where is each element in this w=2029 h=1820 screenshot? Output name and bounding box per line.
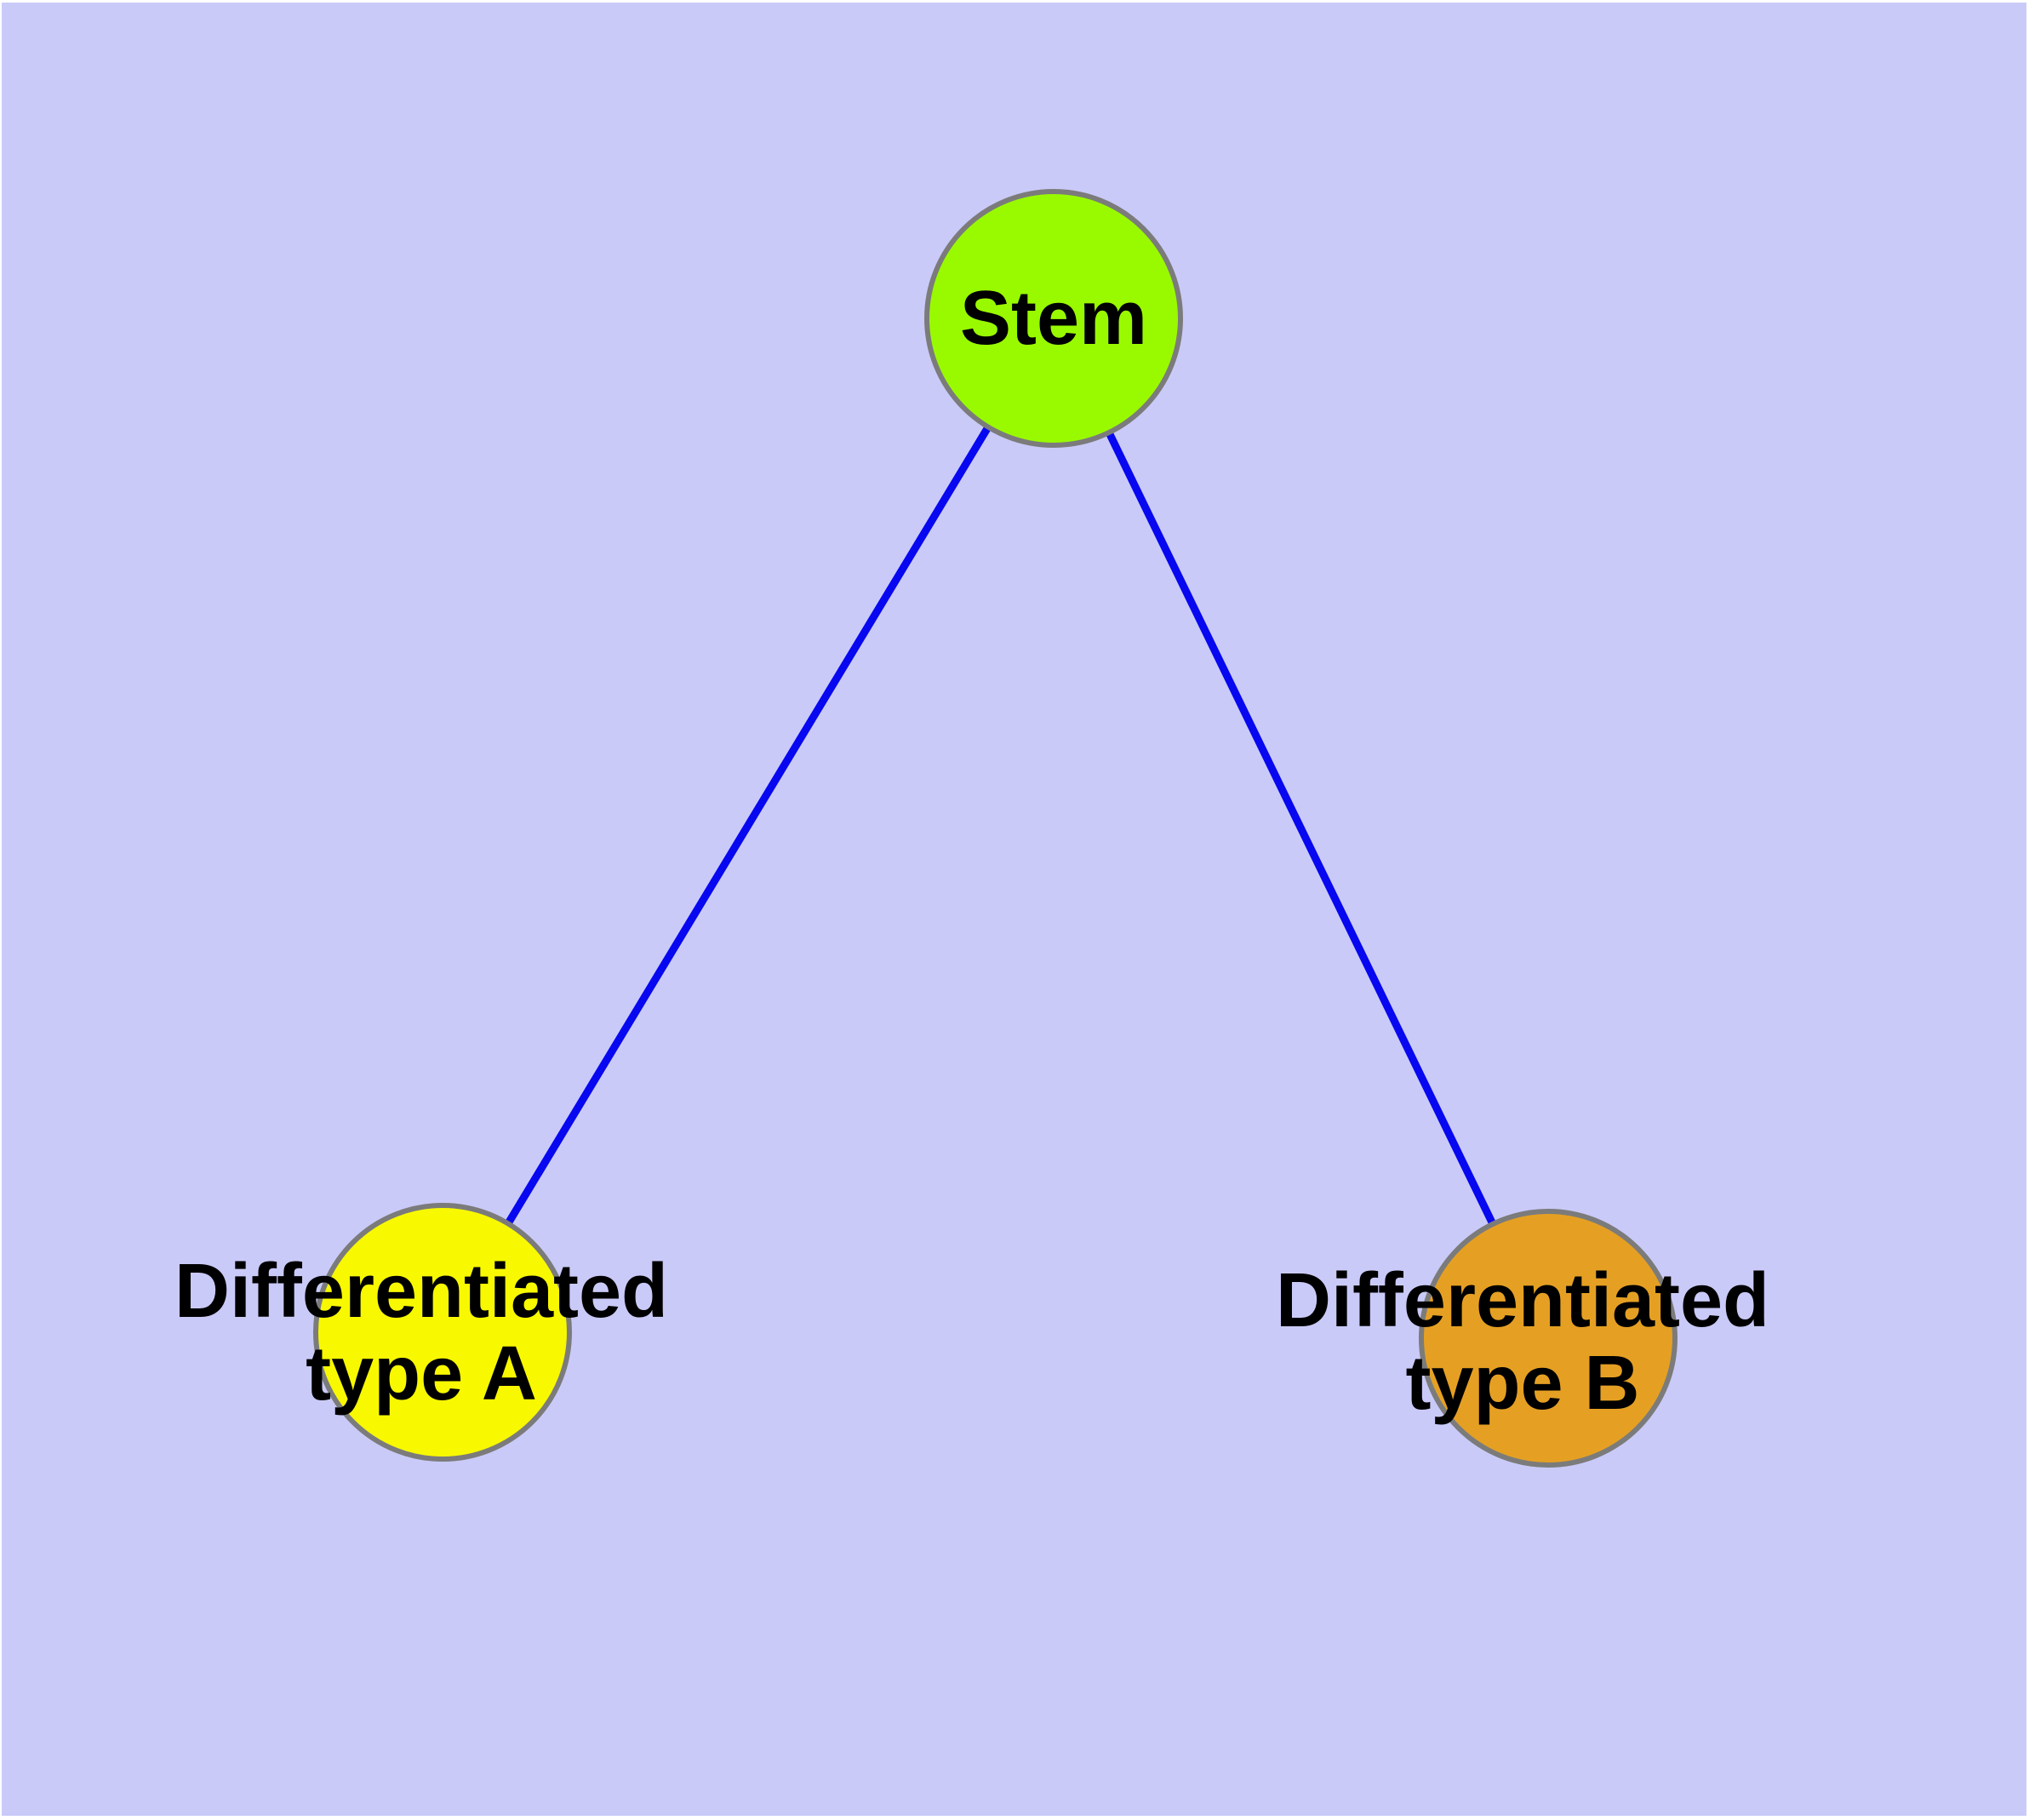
node-type-b-label: Differentiated type B	[1140, 1260, 1906, 1425]
node-type-a-label-line1: Differentiated	[174, 1249, 669, 1334]
node-stem-label: Stem	[959, 276, 1148, 361]
edge-stem-to-type-a	[439, 316, 1057, 1335]
node-type-a-label-line2: type A	[306, 1331, 537, 1417]
node-type-b-circle[interactable]	[1419, 1209, 1677, 1468]
node-type-a-label: Differentiated type A	[38, 1251, 804, 1416]
node-type-b-label-line2: type B	[1405, 1341, 1640, 1426]
node-stem-circle[interactable]	[924, 189, 1183, 448]
node-type-a-circle[interactable]	[313, 1203, 572, 1462]
node-type-b-label-line1: Differentiated	[1275, 1258, 1770, 1343]
edge-stem-to-type-b	[1049, 317, 1552, 1340]
diagram-canvas: Stem Differentiated type A Differentiate…	[2, 3, 2026, 1816]
graph-svg	[313, 189, 1677, 1468]
